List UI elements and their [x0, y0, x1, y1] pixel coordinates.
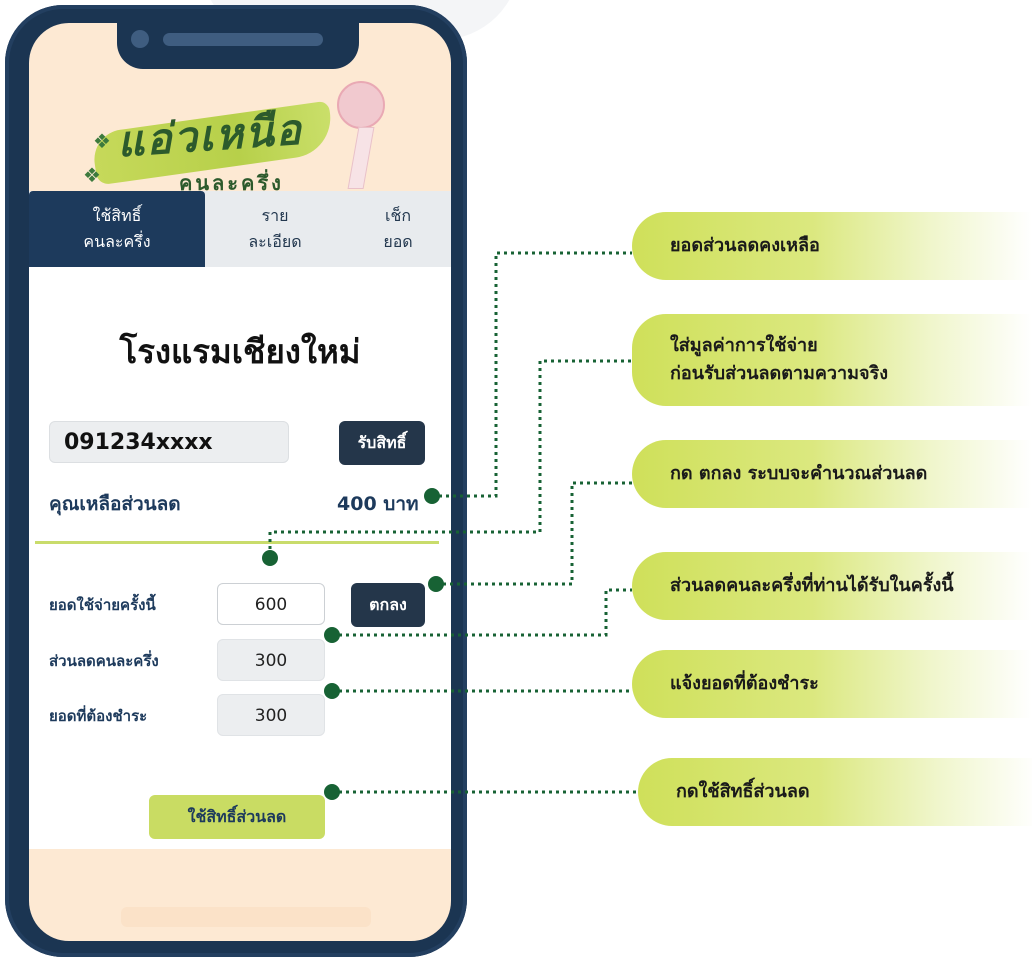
flower-icon: ❖ [93, 129, 111, 153]
callout-text: กด ตกลง ระบบจะคำนวณส่วนลด [670, 460, 1032, 488]
callout-amount-to-pay: แจ้งยอดที่ต้องชำระ [632, 650, 1032, 718]
lantern-tail-icon [347, 127, 375, 189]
callout-remaining-discount: ยอดส่วนลดคงเหลือ [632, 212, 1032, 280]
callout-discount-received: ส่วนลดคนละครึ่งที่ท่านได้รับในครั้งนี้ [632, 552, 1032, 620]
discount-value: 300 [217, 639, 325, 681]
ok-button[interactable]: ตกลง [351, 583, 425, 627]
callout-text: กดใช้สิทธิ์ส่วนลด [676, 781, 810, 802]
marker-dot [324, 627, 340, 643]
camera-icon [131, 30, 149, 48]
marker-dot [324, 683, 340, 699]
marker-dot [424, 488, 440, 504]
claim-rights-button[interactable]: รับสิทธิ์ [339, 421, 425, 465]
tab-bar: ใช้สิทธิ์ คนละครึ่ง ราย ละเอียด เช็ก ยอด [29, 191, 451, 267]
tab-check-balance[interactable]: เช็ก ยอด [383, 206, 413, 251]
flower-icon: ❖ [83, 163, 101, 187]
app-logo: ❖ ❖ แอ่วเหนือ คนละครึ่ง [29, 63, 451, 213]
callout-text: ยอดส่วนลดคงเหลือ [670, 235, 820, 256]
callout-text: แจ้งยอดที่ต้องชำระ [670, 673, 819, 694]
phone-screen: ❖ ❖ แอ่วเหนือ คนละครึ่ง ใช้สิทธิ์ คนละคร… [29, 23, 451, 941]
logo-title: แอ่วเหนือ [115, 104, 305, 167]
amount-to-pay-value: 300 [217, 694, 325, 736]
callout-use-discount: กดใช้สิทธิ์ส่วนลด [638, 758, 1032, 826]
tab-details[interactable]: ราย ละเอียด [248, 206, 302, 251]
section-divider [35, 541, 439, 544]
marker-dot [324, 784, 340, 800]
remaining-discount-value: 400 บาท [337, 493, 419, 515]
marker-dot [428, 576, 444, 592]
speaker-icon [163, 33, 323, 46]
callout-text-bold: ตกลง [698, 463, 742, 484]
marker-dot [262, 550, 278, 566]
callout-text: ส่วนลดคนละครึ่งที่ท่านได้รับในครั้งนี้ [670, 575, 954, 596]
use-discount-button[interactable]: ใช้สิทธิ์ส่วนลด [149, 795, 325, 839]
discount-label: ส่วนลดคนละครึ่ง [49, 652, 159, 670]
main-panel: โรงแรมเชียงใหม่ 091234xxxx รับสิทธิ์ คุณ… [29, 267, 451, 849]
amount-to-pay-label: ยอดที่ต้องชำระ [49, 707, 148, 725]
spend-amount-label: ยอดใช้จ่ายครั้งนี้ [49, 596, 156, 614]
callout-enter-spend: ใส่มูลค่าการใช้จ่าย ก่อนรับส่วนลดตามความ… [632, 314, 1032, 406]
callout-text-line1: ใส่มูลค่าการใช้จ่าย [670, 335, 818, 356]
phone-number-input[interactable]: 091234xxxx [49, 421, 289, 463]
remaining-discount-label: คุณเหลือส่วนลด [49, 493, 181, 515]
callout-press-ok: กด ตกลง ระบบจะคำนวณส่วนลด [632, 440, 1032, 508]
hotel-name: โรงแรมเชียงใหม่ [119, 332, 361, 371]
callout-text-suffix: ระบบจะคำนวณส่วนลด [747, 463, 928, 484]
tab-use-rights[interactable]: ใช้สิทธิ์ คนละครึ่ง [29, 191, 205, 267]
spend-amount-input[interactable]: 600 [217, 583, 325, 625]
callout-text-line2: ก่อนรับส่วนลดตามความจริง [670, 363, 889, 384]
bottom-bar [121, 907, 371, 927]
lantern-icon [337, 81, 385, 129]
phone-notch [117, 19, 359, 69]
callout-text-prefix: กด [670, 463, 693, 484]
phone-frame: ❖ ❖ แอ่วเหนือ คนละครึ่ง ใช้สิทธิ์ คนละคร… [5, 5, 467, 957]
